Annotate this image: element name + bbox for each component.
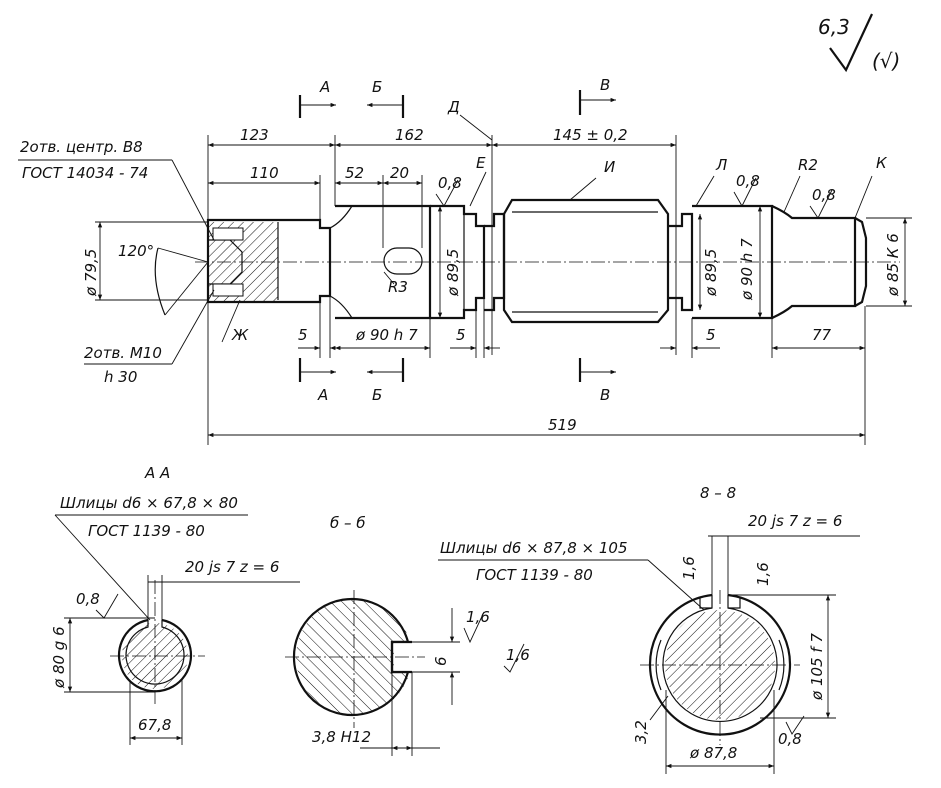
note-m10-2: h 30 <box>104 368 137 386</box>
label-d: Д <box>447 98 460 116</box>
note-m10-1: 2отв. М10 <box>84 344 162 362</box>
section-a-spline-2: ГОСТ 1139 - 80 <box>88 522 205 540</box>
dim-20: 20 <box>390 164 409 182</box>
dim-123: 123 <box>240 126 269 144</box>
section-b-r1: 1,6 <box>466 608 490 626</box>
section-v-spline-1: Шлицы d6 × 87,8 × 105 <box>440 539 628 557</box>
section-v-chamfer: 3,2 <box>632 720 650 744</box>
cut-v-top: В <box>600 76 610 94</box>
note-centers-1: 2отв. центр. В8 <box>20 138 143 156</box>
roughness-value: 6,3 <box>818 15 850 39</box>
section-v-inner: ø 87,8 <box>689 744 737 762</box>
section-b-width: 3,8 Н12 <box>312 728 371 746</box>
label-i: И <box>604 158 615 176</box>
section-a-rough: 0,8 <box>76 590 100 608</box>
roughness-symbol: 6,3 (√) <box>818 13 900 73</box>
dim-52: 52 <box>345 164 364 182</box>
cut-a-top: А <box>319 78 330 96</box>
dim-85k6: ø 85 К 6 <box>884 233 902 297</box>
section-a-title: А А <box>144 464 170 482</box>
section-a-inner: 67,8 <box>138 716 171 734</box>
section-v-r1: 1,6 <box>680 556 698 580</box>
dim-79-5: ø 79,5 <box>82 249 100 297</box>
rough-08-a: 0,8 <box>438 174 462 192</box>
dim-110: 110 <box>250 164 279 182</box>
labels: Д Е И Л R2 К Ж 0,8 0,8 0,8 2отв. центр. … <box>18 98 888 386</box>
section-markers: А А Б Б В В <box>298 76 616 404</box>
dim-77: 77 <box>812 326 832 344</box>
dim-162: 162 <box>395 126 424 144</box>
section-b-r2: 1,6 <box>506 646 530 664</box>
dim-5b: 5 <box>456 326 466 344</box>
cut-a-bottom: А <box>317 386 328 404</box>
section-a-spline-1: Шлицы d6 × 67,8 × 80 <box>60 494 238 512</box>
dim-89-5b: ø 89,5 <box>702 249 720 297</box>
dim-90h7b: ø 90 h 7 <box>738 238 756 301</box>
cut-b-bottom: Б <box>372 386 382 404</box>
dim-89-5a: ø 89,5 <box>444 249 462 297</box>
label-zh: Ж <box>231 326 249 344</box>
dim-5c: 5 <box>706 326 716 344</box>
section-v-r2: 1,6 <box>754 562 772 586</box>
section-v-dia: ø 105 f 7 <box>808 633 826 701</box>
main-dimensions: 123 162 145 ± 0,2 110 52 20 519 5 ø 90 h… <box>82 126 912 445</box>
dim-5a: 5 <box>298 326 308 344</box>
section-v-spline-2: ГОСТ 1139 - 80 <box>476 566 593 584</box>
note-centers-2: ГОСТ 14034 - 74 <box>22 164 148 182</box>
dim-145: 145 ± 0,2 <box>553 126 628 144</box>
label-l: Л <box>715 156 727 174</box>
section-v-fit: 20 js 7 z = 6 <box>748 512 842 530</box>
section-b-title: б – б <box>330 514 366 532</box>
label-k: К <box>876 154 888 172</box>
section-v-rough: 0,8 <box>778 730 802 748</box>
section-a-a: А А Шлицы d6 × 67,8 × 80 ГОСТ 1139 - 80 … <box>50 464 300 745</box>
shaft-main-view <box>154 198 900 324</box>
cut-v-bottom: В <box>600 386 610 404</box>
cut-b-top: Б <box>372 78 382 96</box>
rough-08-c: 0,8 <box>812 186 836 204</box>
dim-90h7a: ø 90 h 7 <box>355 326 418 344</box>
dim-519: 519 <box>548 416 577 434</box>
section-b-b: б – б 6 1,6 1,6 3,8 Н12 <box>285 514 530 756</box>
rough-08-b: 0,8 <box>736 172 760 190</box>
roughness-mark: (√) <box>872 49 900 73</box>
label-r2: R2 <box>798 156 818 174</box>
section-b-depth: 6 <box>432 656 450 666</box>
section-v-v: 8 – 8 20 js 7 z = 6 Шлицы d6 × 87,8 × 10… <box>438 484 860 774</box>
dim-angle-120: 120° <box>118 242 154 260</box>
label-e: Е <box>476 154 486 172</box>
section-a-fit: 20 js 7 z = 6 <box>185 558 279 576</box>
section-a-dia: ø 80 g 6 <box>50 626 68 689</box>
section-v-title: 8 – 8 <box>700 484 736 502</box>
